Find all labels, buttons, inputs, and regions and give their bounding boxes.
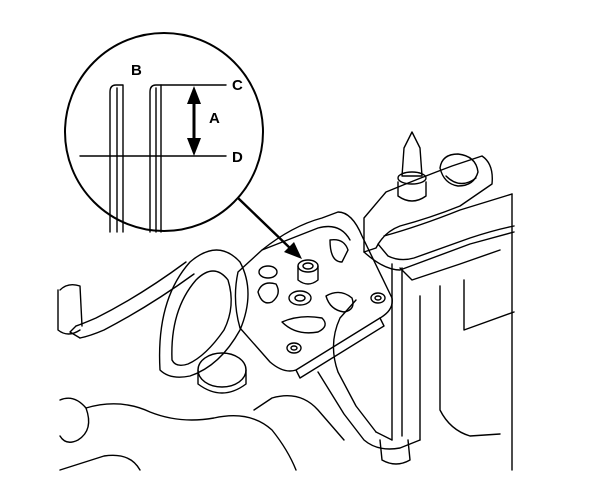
- detail-callout: B C A D: [64, 32, 264, 233]
- label-b: B: [131, 62, 142, 79]
- dowel-pin: [297, 259, 319, 285]
- dimension-arrow-a: [187, 86, 201, 156]
- label-c: C: [232, 77, 243, 94]
- fluid-line: [69, 261, 195, 339]
- leader-arrow: [237, 197, 302, 259]
- label-a: A: [209, 110, 220, 127]
- valve-body-plate: [234, 211, 393, 379]
- detail-circle: [64, 32, 264, 232]
- bolt: [397, 131, 427, 202]
- pipe-bracket: [158, 249, 249, 394]
- pipe-section: [109, 84, 162, 233]
- cap: [439, 153, 479, 187]
- left-housing: [57, 283, 345, 471]
- label-d: D: [232, 149, 243, 166]
- right-housing: [317, 155, 515, 471]
